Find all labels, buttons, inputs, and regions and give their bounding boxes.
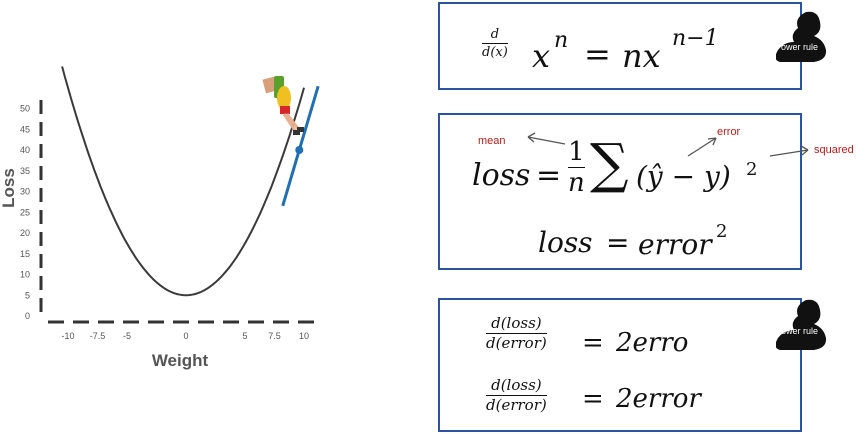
derivative-numerator-1: d(loss): [491, 314, 542, 332]
x-tick-label: -5: [123, 331, 131, 341]
sum-symbol: ∑: [590, 132, 629, 195]
y-tick-label: 30: [20, 187, 30, 197]
lhs-base: x: [532, 37, 551, 75]
fraction-numerator: 1: [568, 137, 585, 167]
x-tick-label: 5: [242, 331, 247, 341]
x-tick-label: -10: [61, 331, 74, 341]
y-tick-label: 0: [25, 311, 30, 321]
annotation-squared: squared: [814, 144, 854, 156]
derivative-denominator-2: d(error): [486, 396, 547, 414]
hiker-figure: [262, 76, 304, 135]
equals-sign: =: [536, 158, 562, 193]
squared-exponent: 2: [746, 159, 758, 180]
fraction-denominator: n: [568, 168, 585, 198]
power-rule-box: d d(x) x n = nx n−1 Power rule: [438, 2, 827, 90]
derivative-numerator-2: d(loss): [491, 376, 542, 394]
x-tick-label: 10: [299, 331, 309, 341]
derivative-denominator: d(x): [482, 45, 508, 60]
power-rule-badge-text: Power rule: [776, 42, 818, 52]
equals-sign-1: =: [582, 328, 604, 358]
y-tick-label: 50: [20, 104, 30, 114]
loss-symbol-line2: loss: [538, 226, 593, 259]
rhs-exponent: n−1: [672, 26, 719, 51]
derivative-result-1: 2erro: [616, 328, 689, 358]
y-tick-label: 25: [20, 207, 30, 217]
y-tick-label: 5: [25, 290, 30, 300]
loss-curve: [61, 66, 305, 297]
power-rule-badge-text: Power rule: [776, 326, 818, 336]
y-tick-label: 45: [20, 124, 30, 134]
x-tick-label: -7.5: [90, 331, 106, 341]
equals-sign-line2: =: [606, 226, 630, 259]
equals-sign: =: [584, 35, 611, 73]
loss-function-box: loss = 1 n ∑ (ŷ − y) 2 loss = error 2: [438, 113, 802, 270]
annotation-mean: mean: [478, 135, 506, 147]
power-rule-badge: Power rule: [776, 299, 827, 350]
y-tick-label: 40: [20, 145, 30, 155]
error-term: (ŷ − y): [636, 160, 731, 193]
y-tick-label: 20: [20, 228, 30, 238]
loss-curve-chart: -10 -7.5 -5 0 5 7.5 10 0 5 10 15 20 25 30 35 40 45 50 Los…: [0, 66, 322, 370]
annotation-error: error: [717, 126, 741, 138]
x-tick-label: 7.5: [268, 331, 281, 341]
y-tick-label: 35: [20, 166, 30, 176]
derivative-operator: d d(x): [482, 28, 508, 59]
derivative-result-2: 2error: [616, 384, 701, 414]
derivative-numerator: d: [490, 27, 500, 42]
equals-sign-2: =: [582, 384, 604, 414]
loss-symbol: loss: [472, 158, 531, 193]
error-symbol-line2: error: [638, 228, 712, 261]
lhs-exponent: n: [554, 28, 569, 53]
power-rule-badge: Power rule: [776, 11, 827, 62]
y-tick-label: 15: [20, 249, 30, 259]
x-axis-label: Weight: [152, 351, 209, 370]
mean-fraction: 1 n: [568, 139, 585, 196]
tangent-line: [281, 85, 320, 207]
loss-derivative-box: d(loss) d(error) = 2erro d(loss) d(error…: [438, 298, 827, 432]
derivative-denominator-1: d(error): [486, 334, 547, 352]
y-tick-label: 10: [20, 270, 30, 280]
y-axis-label: Loss: [0, 168, 18, 208]
rhs-base: nx: [622, 37, 661, 75]
derivative-fraction-1: d(loss) d(error): [486, 316, 547, 351]
x-tick-label: 0: [183, 331, 188, 341]
tangent-point: [295, 146, 304, 154]
derivative-fraction-2: d(loss) d(error): [486, 378, 547, 413]
error-exponent-line2: 2: [716, 221, 728, 242]
